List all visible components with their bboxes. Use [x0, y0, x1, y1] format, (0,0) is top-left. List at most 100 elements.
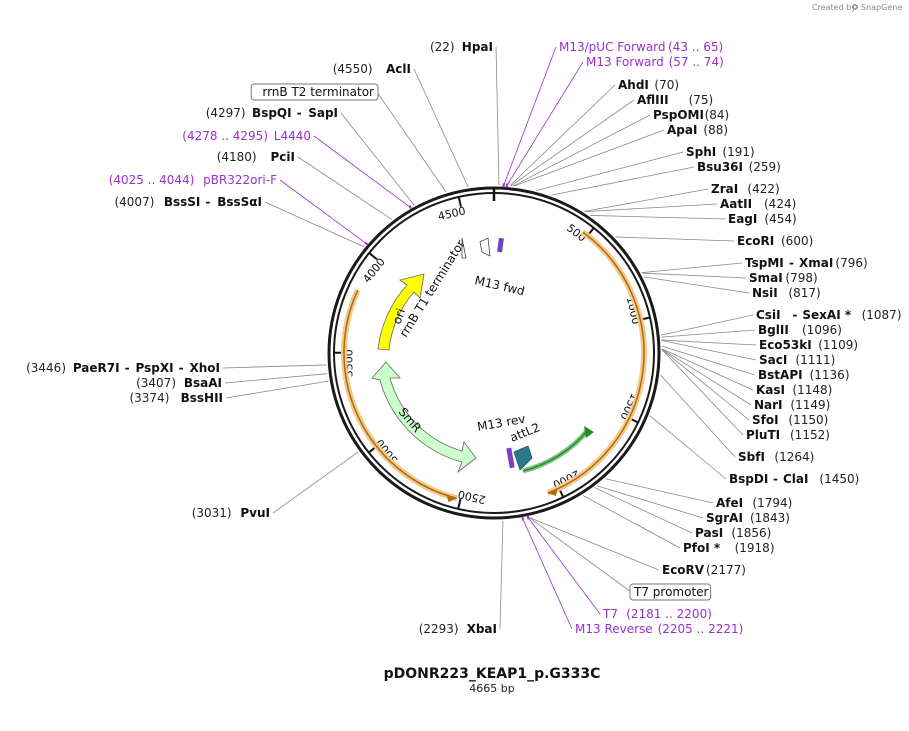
enzyme-label: BspDI	[729, 472, 768, 486]
enzyme-separator: -	[773, 472, 778, 486]
enzyme-label: SfoI	[752, 413, 779, 427]
enzyme-position: (84)	[705, 108, 730, 122]
orf-features	[341, 229, 647, 503]
leader-line	[584, 203, 718, 213]
leader-line	[536, 151, 684, 191]
enzyme-position: (454)	[764, 212, 796, 226]
enzyme-position: (817)	[788, 286, 820, 300]
enzyme-label: Bsu36I	[697, 160, 743, 174]
leader-line	[590, 215, 726, 220]
enzyme-position: (70)	[654, 78, 679, 92]
leader-line	[661, 345, 756, 376]
tick-mark	[457, 498, 462, 510]
leader-line	[527, 517, 601, 615]
enzyme-separator: -	[297, 106, 302, 120]
enzyme-label: PaeR7I	[73, 361, 120, 375]
enzyme-label: AatII	[720, 197, 752, 211]
tick-label: 2500	[457, 487, 487, 506]
orf-arrowhead	[547, 488, 558, 497]
leader-line	[528, 516, 660, 571]
leader-line	[661, 348, 752, 406]
leader-line	[605, 478, 714, 504]
enzyme-position: (191)	[722, 145, 754, 159]
enzyme-label: BglII	[758, 323, 789, 337]
enzyme-position: (798)	[785, 271, 817, 285]
enzyme-label: Eco53kI	[759, 338, 812, 352]
leader-line	[509, 84, 616, 187]
leader-line	[513, 129, 665, 187]
enzyme-label: BssSI	[164, 195, 201, 209]
enzyme-label: BsaAI	[184, 376, 222, 390]
enzyme-position: (4297)	[206, 106, 246, 120]
plasmid-name: pDONR223_KEAP1_p.G333C	[384, 666, 601, 682]
enzyme-label: PluTI	[746, 428, 780, 442]
leader-line	[297, 156, 393, 220]
enzyme-position: (4007)	[114, 195, 154, 209]
enzyme-position: (3446)	[26, 361, 66, 375]
leader-line	[376, 91, 447, 193]
leader-line	[313, 135, 411, 208]
leader-line	[661, 348, 754, 391]
enzyme-position: (75)	[689, 93, 714, 107]
leader-line	[660, 314, 754, 336]
left-labels: HpaI(22)AclI(4550)rrnB T2 terminatorSapI…	[26, 40, 497, 636]
enzyme-position: (3374)	[129, 391, 169, 405]
leader-line	[279, 179, 367, 244]
primer-range: (4278 .. 4295)	[182, 129, 268, 143]
enzyme-label: KasI	[756, 383, 785, 397]
enzyme-position: (1111)	[795, 353, 835, 367]
primer-label: M13 Reverse	[575, 622, 653, 636]
leader-line	[641, 272, 747, 279]
enzyme-position: (1152)	[790, 428, 830, 442]
leader-line	[272, 451, 359, 514]
enzyme-position: (259)	[749, 160, 781, 174]
enzyme-separator: -	[789, 256, 794, 270]
enzyme-label: BssSαI	[217, 195, 262, 209]
enzyme-label: XhoI	[189, 361, 220, 375]
enzyme-label: XmaI	[799, 256, 833, 270]
enzyme-label: AhdI	[618, 78, 649, 92]
enzyme-position: (1096)	[802, 323, 842, 337]
enzyme-separator: -	[125, 361, 130, 375]
enzyme-label: CsiI	[756, 308, 781, 322]
enzyme-position: (1264)	[774, 450, 814, 464]
right-labels: M13/pUC Forward(43 .. 65)M13 Forward(57 …	[559, 40, 902, 636]
enzyme-label: PciI	[271, 150, 296, 164]
enzyme-label: HpaI	[462, 40, 493, 54]
enzyme-label: SphI	[686, 145, 716, 159]
feature-label: rrnB T2 terminator	[262, 85, 374, 99]
leader-line	[506, 61, 584, 186]
backbone	[327, 186, 661, 520]
primer-label: L4440	[274, 129, 311, 143]
enzyme-position: (3031)	[192, 506, 232, 520]
leader-line	[224, 373, 328, 384]
enzyme-position: (4550)	[333, 62, 373, 76]
enzyme-position: (422)	[747, 182, 779, 196]
enzyme-label: XbaI	[467, 622, 497, 636]
leader-line	[584, 188, 709, 212]
primer-tick	[521, 516, 525, 521]
enzyme-position: (600)	[781, 234, 813, 248]
primer-tick	[408, 205, 413, 210]
green-feature-arrow	[522, 426, 594, 474]
enzyme-position: (3407)	[136, 376, 176, 390]
credit-brand: SnapGene	[861, 3, 902, 12]
enzyme-label: SmaI	[749, 271, 783, 285]
ori-arrow	[377, 273, 425, 351]
backbone-orf-arc-line	[343, 289, 457, 499]
enzyme-position: (1109)	[818, 338, 858, 352]
leader-line	[340, 112, 415, 206]
enzyme-label: BspQI	[252, 106, 292, 120]
enzyme-position: (2293)	[419, 622, 459, 636]
enzyme-label: SbfI	[738, 450, 765, 464]
enzyme-position: (1136)	[810, 368, 850, 382]
m13-fwd-label: M13 fwd	[473, 273, 526, 298]
enzyme-position: (1794)	[752, 496, 792, 510]
enzyme-label: AflIII	[637, 93, 669, 107]
leader-line	[661, 340, 757, 361]
primer-label: M13/pUC Forward	[559, 40, 666, 54]
enzyme-label: ClaI	[783, 472, 808, 486]
primer-tick	[526, 515, 530, 520]
leader-line	[225, 380, 329, 399]
